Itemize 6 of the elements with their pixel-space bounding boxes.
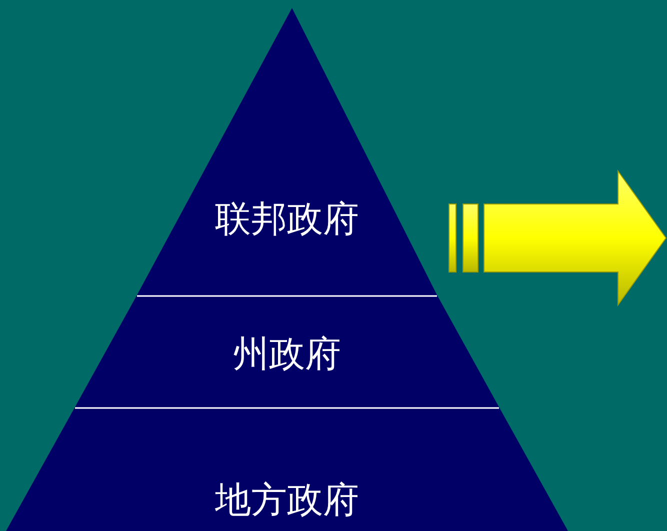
tier-label: 联邦政府 [214,200,360,240]
pyramid-tier [75,295,499,407]
tier-label: 地方政府 [214,481,360,521]
pyramid-tier [6,407,568,531]
pyramid-tier [137,8,437,295]
tier-label: 州政府 [232,335,342,375]
